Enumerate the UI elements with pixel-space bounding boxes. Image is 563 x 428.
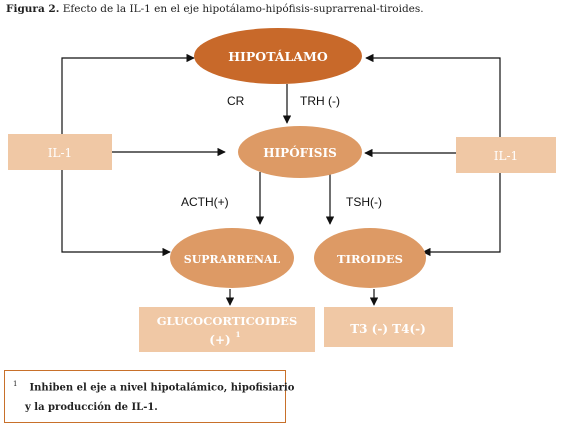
figure-caption: Figura 2. Efecto de la IL-1 en el eje hi… bbox=[6, 3, 424, 15]
node-suprarrenal bbox=[170, 228, 294, 288]
footnote-line-2: y la producción de IL-1. bbox=[25, 402, 158, 413]
label-t3t4: T3 (-) T4(-) bbox=[350, 322, 426, 336]
footnote-marker: 1 bbox=[13, 380, 18, 388]
label-glucocorticoides: GLUCOCORTICOIDES bbox=[157, 314, 298, 328]
label-glucocorticoides-effect: (+) bbox=[209, 333, 230, 347]
label-tiroides: TIROIDES bbox=[337, 252, 403, 266]
node-il1-left bbox=[8, 134, 112, 170]
edge-il1-left-hipotalamo bbox=[61, 53, 195, 134]
label-hipofisis: HIPÓFISIS bbox=[263, 144, 337, 160]
label-il1-right: IL-1 bbox=[494, 149, 518, 163]
footnote-line-1: 1 Inhiben el eje a nivel hipotalámico, hi… bbox=[13, 380, 294, 393]
node-glucocorticoides bbox=[139, 307, 315, 352]
edge-label-trh: TRH (-) bbox=[300, 94, 340, 108]
footnote-text-1: Inhiben el eje a nivel hipotalámico, hip… bbox=[29, 382, 295, 394]
edge-label-tsh: TSH(-) bbox=[346, 195, 382, 209]
label-il1-left: IL-1 bbox=[48, 146, 72, 160]
node-il1-right bbox=[456, 137, 556, 173]
edge-il1-left-suprarrenal bbox=[61, 170, 171, 257]
label-glucocorticoides-note: 1 bbox=[236, 330, 241, 339]
node-t3t4 bbox=[324, 307, 453, 347]
edge-label-acth: ACTH(+) bbox=[181, 195, 229, 209]
footnote-text-2: y la producción de IL-1. bbox=[25, 402, 158, 413]
node-hipofisis bbox=[238, 126, 362, 178]
edge-il1-right-tiroides bbox=[422, 173, 501, 257]
label-suprarrenal: SUPRARRENAL bbox=[184, 253, 281, 266]
footnote-box: 1 Inhiben el eje a nivel hipotalámico, hi… bbox=[4, 370, 294, 423]
edge-il1-right-hipotalamo bbox=[365, 53, 501, 137]
edge-label-cr: CR bbox=[227, 94, 245, 108]
figure-label: Figura 2. bbox=[6, 3, 60, 15]
node-tiroides bbox=[314, 228, 426, 288]
figure-title: Efecto de la IL-1 en el eje hipotálamo-h… bbox=[62, 3, 424, 15]
label-hipotalamo: HIPOTÁLAMO bbox=[228, 49, 328, 64]
node-hipotalamo bbox=[194, 28, 362, 84]
